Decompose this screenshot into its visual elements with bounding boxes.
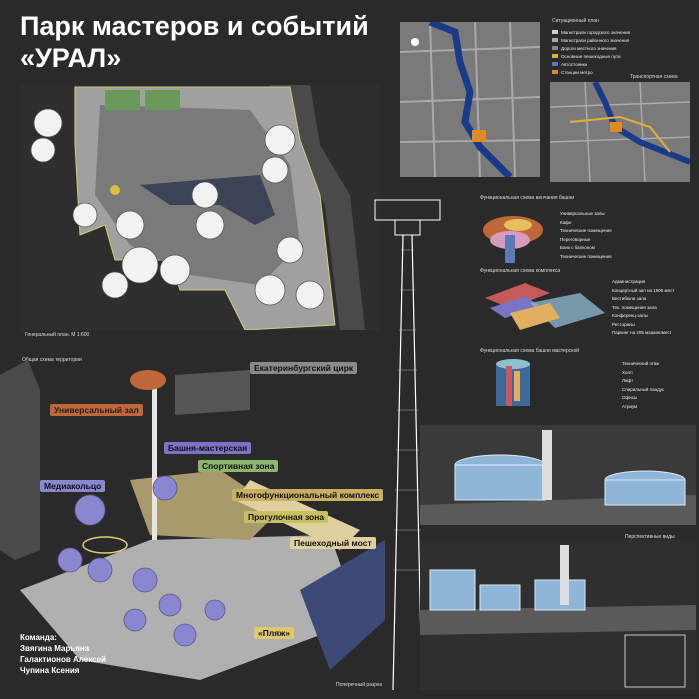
legend-label: Автостоянки [561,61,587,67]
scheme-item: Переговорные [560,236,591,242]
scheme-complex-title: Функциональная схема комплекса [480,268,561,274]
scheme-item: Холл [622,369,633,375]
legend-swatch [552,70,558,74]
label-promenade: Прогулочная зона [244,511,329,523]
legend-swatch [552,62,558,66]
scheme-item: Технические помещения [560,228,612,233]
scheme-workshop-diagram [496,359,530,406]
scheme-item: Рестораны [612,321,635,327]
situation-map [400,22,540,177]
legend-label: Станции метро [561,69,593,75]
team-member: Звягина Марьяна [20,644,90,653]
scheme-complex-diagram [485,283,605,330]
label-beach: «Пляж» [254,627,294,639]
scheme-item: Концертный зал на 1500 мест [612,287,675,293]
legend-item: Магистрали городского значения [552,28,630,36]
scheme-item: Универсальные залы [560,211,605,216]
scheme-item: Технические помещения [560,253,612,259]
scheme-item: Тех. помещения зала [612,304,657,310]
perspective-render-2 [420,540,696,690]
legend-label: Основные пешеходные пути [561,53,621,59]
scheme-item: Вестибюли зала [612,296,647,301]
label-multifunctional: Многофункциональный комплекс [232,489,384,501]
legend-swatch [552,30,558,34]
transport-caption: Транспортная схема [630,74,678,80]
scheme-item: Технический этаж [622,361,660,366]
legend-item: Основные пешеходные пути [552,52,630,60]
legend-swatch [552,54,558,58]
poster-title: Парк мастеров и событий «УРАЛ» [20,10,369,74]
scheme-workshop-list: Технический этаж Холл Лифт Спиральный па… [622,360,664,411]
legend-label: Магистрали районного значения [561,37,630,43]
legend-swatch [552,38,558,42]
label-circus: Екатеринбургский цирк [250,362,358,374]
legend-item: Автостоянки [552,60,630,68]
legend-item: Станции метро [552,68,630,76]
scheme-item: Банк с балконом [560,245,595,250]
label-universal-hall: Универсальный зал [50,404,143,416]
transport-map [550,82,690,182]
scheme-item: Офисы [622,395,638,400]
master-plan [20,85,380,330]
team-block: Команда: Звягина Марьяна Галактионов Але… [20,632,106,676]
scheme-item: Паркинг на 205 машиномест [612,330,672,335]
legend-label: Дороги местного значения [561,45,617,51]
scheme-item: Администрация [612,279,646,284]
section-caption: Поперечный разрез [336,682,382,688]
perspectives-caption: Перспективные виды [625,534,675,540]
scheme-workshop-title: Функциональная схема башни мастерской [480,348,580,354]
label-sports: Спортивная зона [198,460,279,472]
masterplan-caption: Генеральный план. М 1:600 [25,332,90,338]
legend-item: Дороги местного значения [552,44,630,52]
label-bridge: Пешеходный мост [290,537,376,549]
scheme-tower-top-title: Функциональная схема венчания башни [480,195,574,201]
label-workshop-tower: Башня-мастерская [164,442,252,454]
legend-label: Магистрали городского значения [561,29,631,35]
perspective-render-1 [420,425,696,525]
situation-caption: Ситуационный план [552,18,599,24]
team-member: Галактионов Алексей [20,655,106,664]
team-member: Чупина Ксения [20,666,80,675]
scheme-complex-list: Администрация Концертный зал на 1500 мес… [612,278,674,338]
scheme-item: Спиральный пандус [622,386,665,392]
scheme-tower-top-diagram [483,216,543,263]
legend-swatch [552,46,558,50]
legend-item: Магистрали районного значения [552,36,630,44]
scheme-item: Кафе [560,219,572,225]
scheme-item: Конференц-залы [612,313,648,318]
scheme-tower-top-list: Универсальные залы Кафе Технические поме… [560,210,612,261]
tower-section [374,199,441,690]
title-line-2: «УРАЛ» [20,43,122,73]
scheme-item: Атриум [622,403,638,409]
territory-axonometry [0,360,385,680]
label-media-ring: Медиакольцо [40,480,106,492]
territory-caption: Общая схема территории [22,357,82,363]
team-heading: Команда: [20,633,57,642]
scheme-item: Лифт [622,378,634,383]
title-line-1: Парк мастеров и событий [20,11,369,41]
